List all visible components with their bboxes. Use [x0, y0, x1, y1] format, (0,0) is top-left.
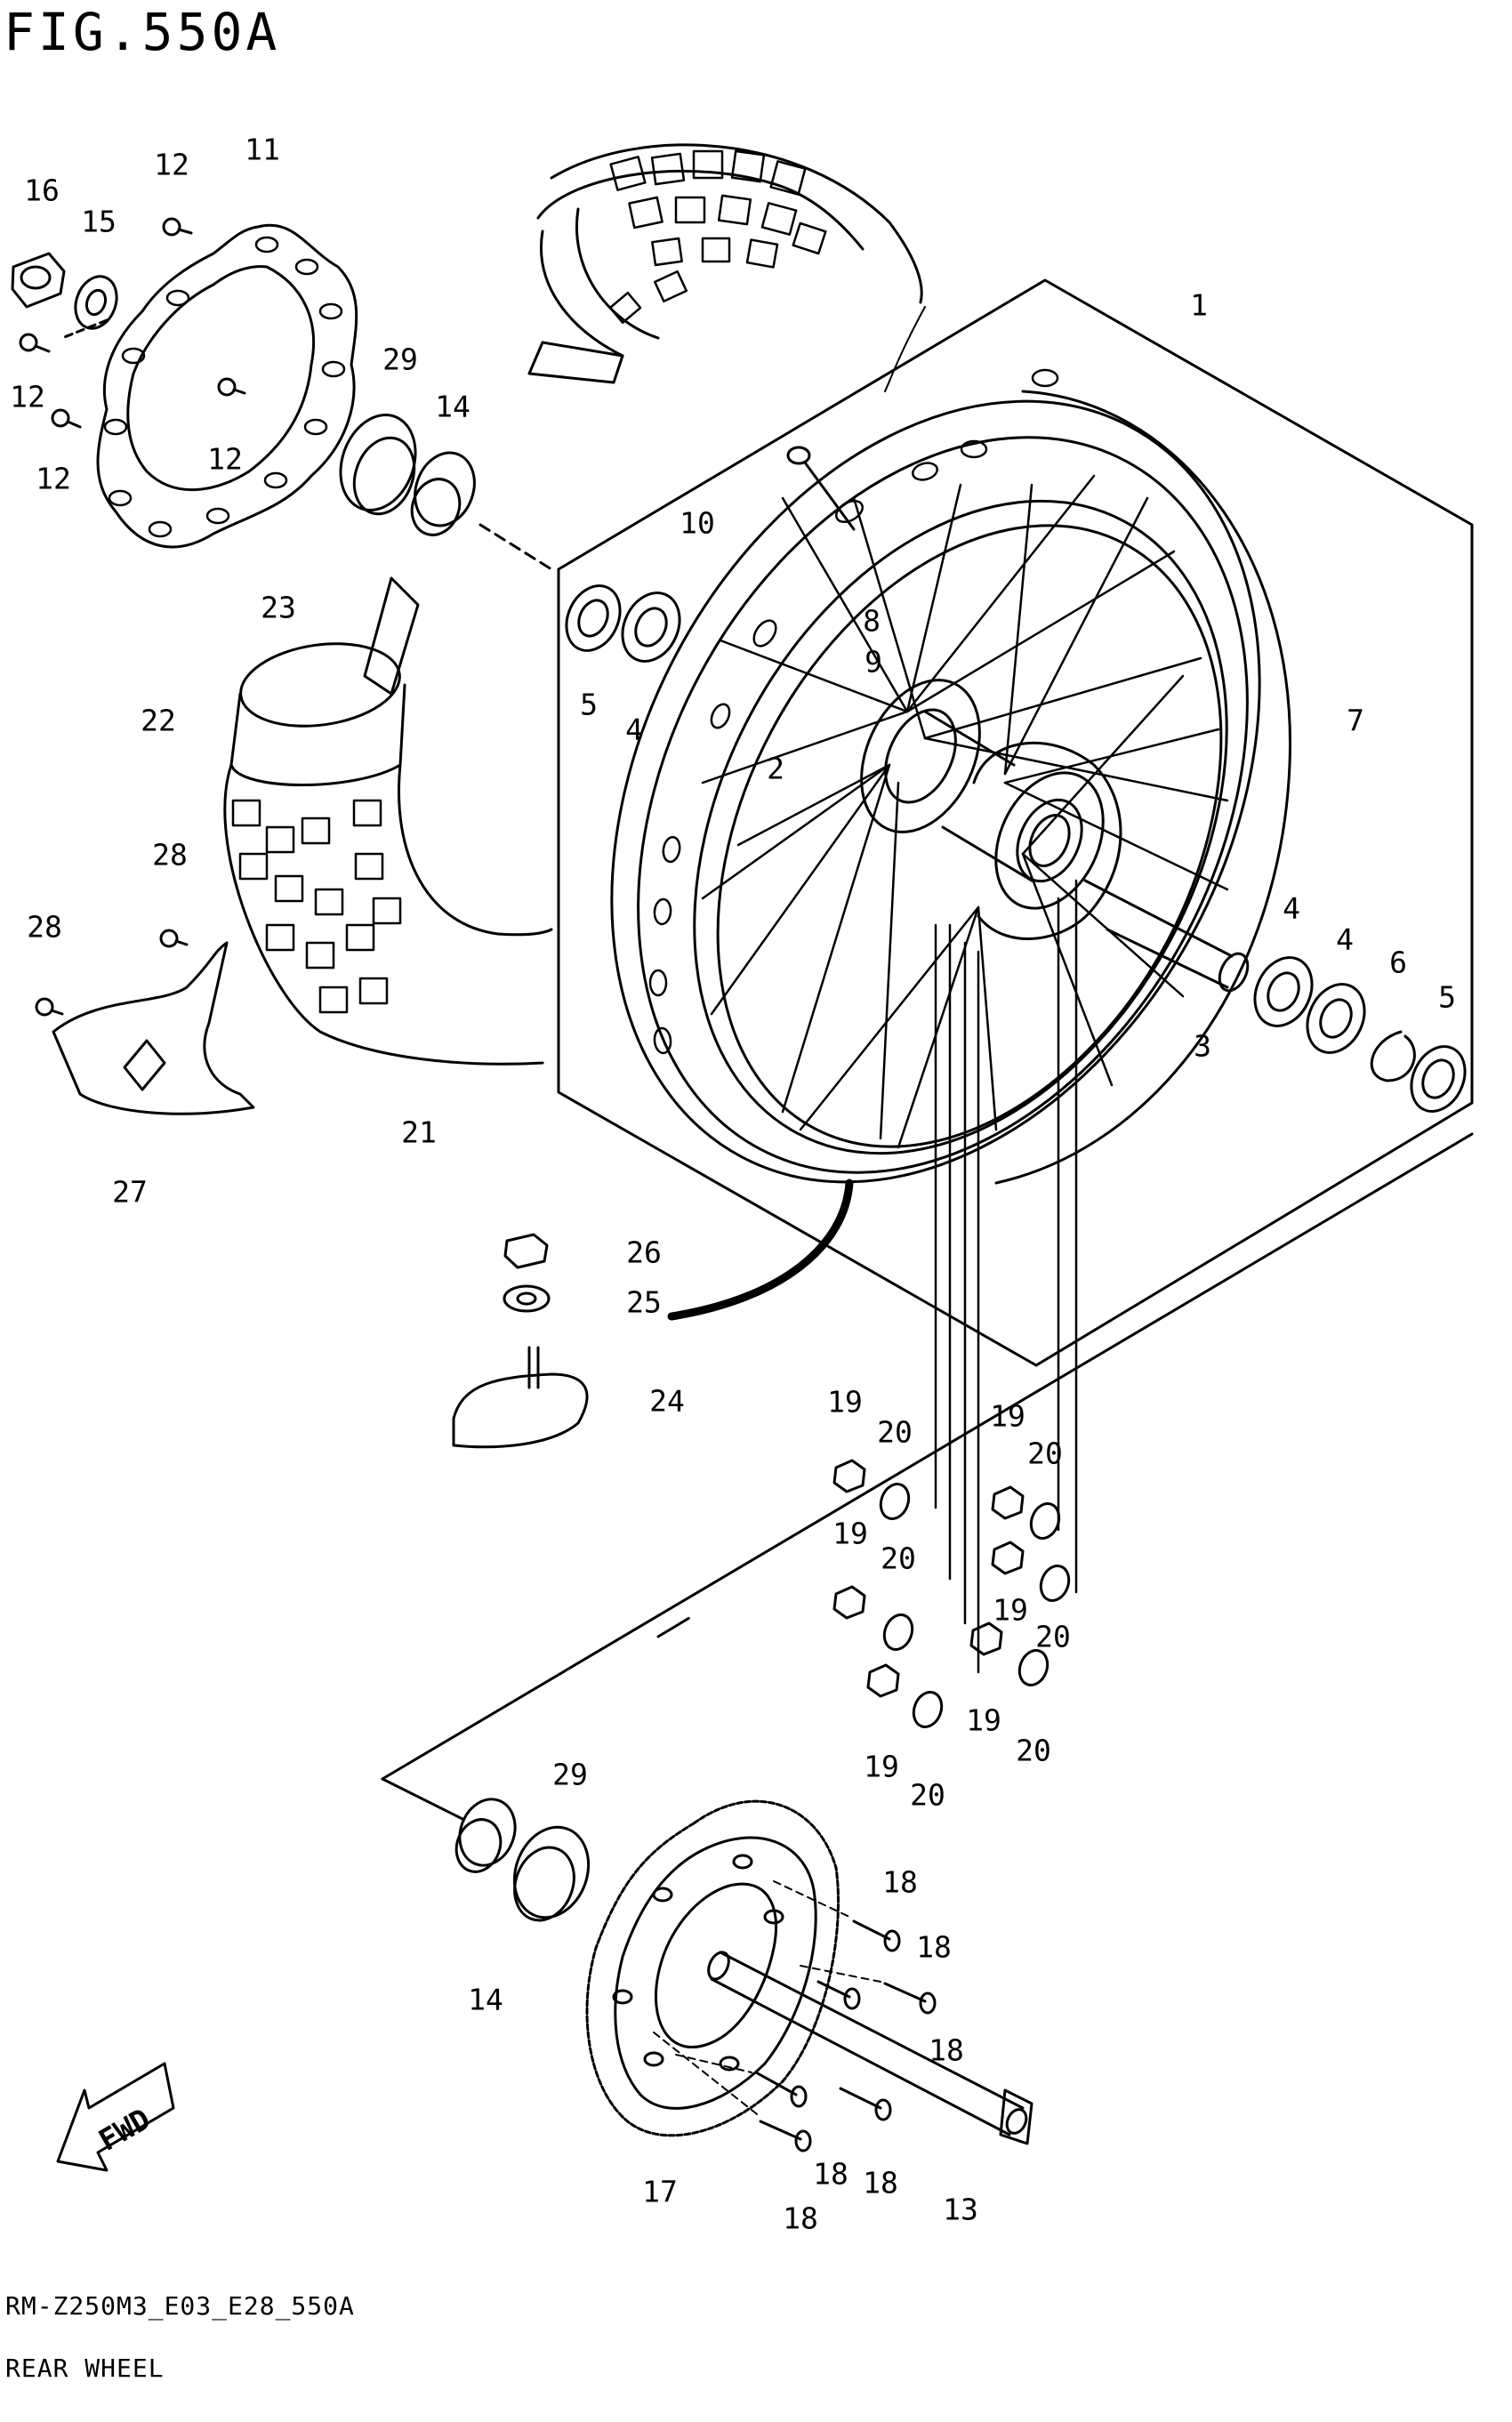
callout-28: 28 — [27, 910, 62, 945]
callout-29: 29 — [552, 1758, 588, 1792]
hub — [860, 679, 1122, 940]
callout-18: 18 — [863, 2166, 898, 2201]
callout-12: 12 — [154, 148, 189, 182]
callout-8: 8 — [863, 604, 881, 639]
callout-13: 13 — [943, 2193, 978, 2227]
callout-18: 18 — [929, 2033, 964, 2068]
tire-position-arc — [667, 1179, 854, 1321]
disc-nut-washer — [11, 252, 118, 330]
callout-20: 20 — [1035, 1620, 1071, 1654]
callout-22: 22 — [141, 704, 176, 738]
figure-title: FIG.550A — [4, 2, 281, 62]
callout-19: 19 — [832, 1517, 868, 1551]
callout-20: 20 — [910, 1778, 945, 1813]
callout-19: 19 — [864, 1750, 899, 1784]
callout-14: 14 — [435, 390, 470, 424]
callout-18: 18 — [882, 1865, 918, 1900]
tube-and-tire-lower — [223, 576, 553, 1066]
callout-28: 28 — [152, 838, 188, 873]
callout-16: 16 — [24, 173, 60, 208]
callout-20: 20 — [1027, 1436, 1063, 1471]
callout-15: 15 — [81, 205, 117, 239]
callout-3: 3 — [1194, 1029, 1211, 1064]
callout-24: 24 — [649, 1384, 685, 1419]
callout-4: 4 — [625, 712, 643, 747]
callout-1: 1 — [1190, 288, 1208, 323]
fwd-arrow: FWD — [56, 2062, 175, 2172]
callout-4: 4 — [1336, 922, 1354, 957]
rim — [610, 368, 1291, 1185]
spokes — [701, 474, 1229, 1149]
callout-2: 2 — [767, 752, 784, 786]
callout-20: 20 — [881, 1541, 916, 1576]
callout-21: 21 — [401, 1115, 437, 1150]
brake-disc — [60, 223, 358, 549]
axle — [707, 1951, 1033, 2145]
wheel-assembly-frame — [557, 278, 1474, 1367]
callout-29: 29 — [382, 342, 418, 377]
callout-12: 12 — [207, 442, 243, 477]
callout-27: 27 — [112, 1175, 148, 1210]
callout-23: 23 — [261, 591, 296, 625]
callout-19: 19 — [990, 1399, 1025, 1434]
spoke-nuts — [832, 1459, 1025, 1698]
bolt-guide-lines — [934, 879, 1078, 1674]
disc-bolts — [19, 217, 246, 429]
callout-19: 19 — [993, 1593, 1028, 1628]
callout-18: 18 — [813, 2157, 848, 2192]
callout-14: 14 — [468, 1983, 503, 2017]
callout-5: 5 — [580, 688, 598, 722]
diagram-code: RM-Z250M3_E03_E28_550A — [5, 2291, 355, 2321]
diagram-name: REAR WHEEL — [5, 2354, 165, 2383]
callout-5: 5 — [1438, 980, 1456, 1015]
callout-19: 19 — [966, 1703, 1001, 1738]
callout-17: 17 — [642, 2175, 678, 2209]
sprocket-assembly-frame — [381, 1132, 1474, 1821]
callout-4: 4 — [1283, 891, 1300, 926]
callout-18: 18 — [916, 1930, 952, 1965]
sprocket — [585, 1799, 840, 2137]
collar-upper — [339, 414, 553, 571]
right-bearings — [1253, 956, 1467, 1113]
callout-12: 12 — [10, 380, 45, 414]
left-bearings — [565, 584, 681, 663]
callout-26: 26 — [626, 1235, 662, 1270]
collar-lower — [454, 1798, 591, 1922]
valve-and-nuts — [452, 1233, 589, 1449]
rim-lock-bolt — [786, 446, 856, 531]
callout-6: 6 — [1389, 945, 1407, 980]
spoke-washers — [879, 1483, 1071, 1728]
callout-12: 12 — [36, 462, 71, 496]
tire-upper — [527, 143, 926, 392]
sprocket-guard — [35, 929, 255, 1115]
callout-9: 9 — [865, 645, 882, 680]
callout-19: 19 — [827, 1385, 863, 1420]
sprocket-bolts — [653, 1880, 937, 2152]
part-callouts: 1234445567891011121212121314141516171818… — [10, 133, 1456, 2236]
callout-18: 18 — [783, 2201, 818, 2236]
callout-11: 11 — [245, 133, 280, 167]
callout-20: 20 — [1016, 1734, 1051, 1768]
callout-7: 7 — [1347, 704, 1364, 738]
callout-20: 20 — [877, 1415, 913, 1450]
callout-10: 10 — [680, 506, 715, 541]
axle-spacer — [1083, 879, 1250, 993]
callout-25: 25 — [626, 1285, 662, 1320]
